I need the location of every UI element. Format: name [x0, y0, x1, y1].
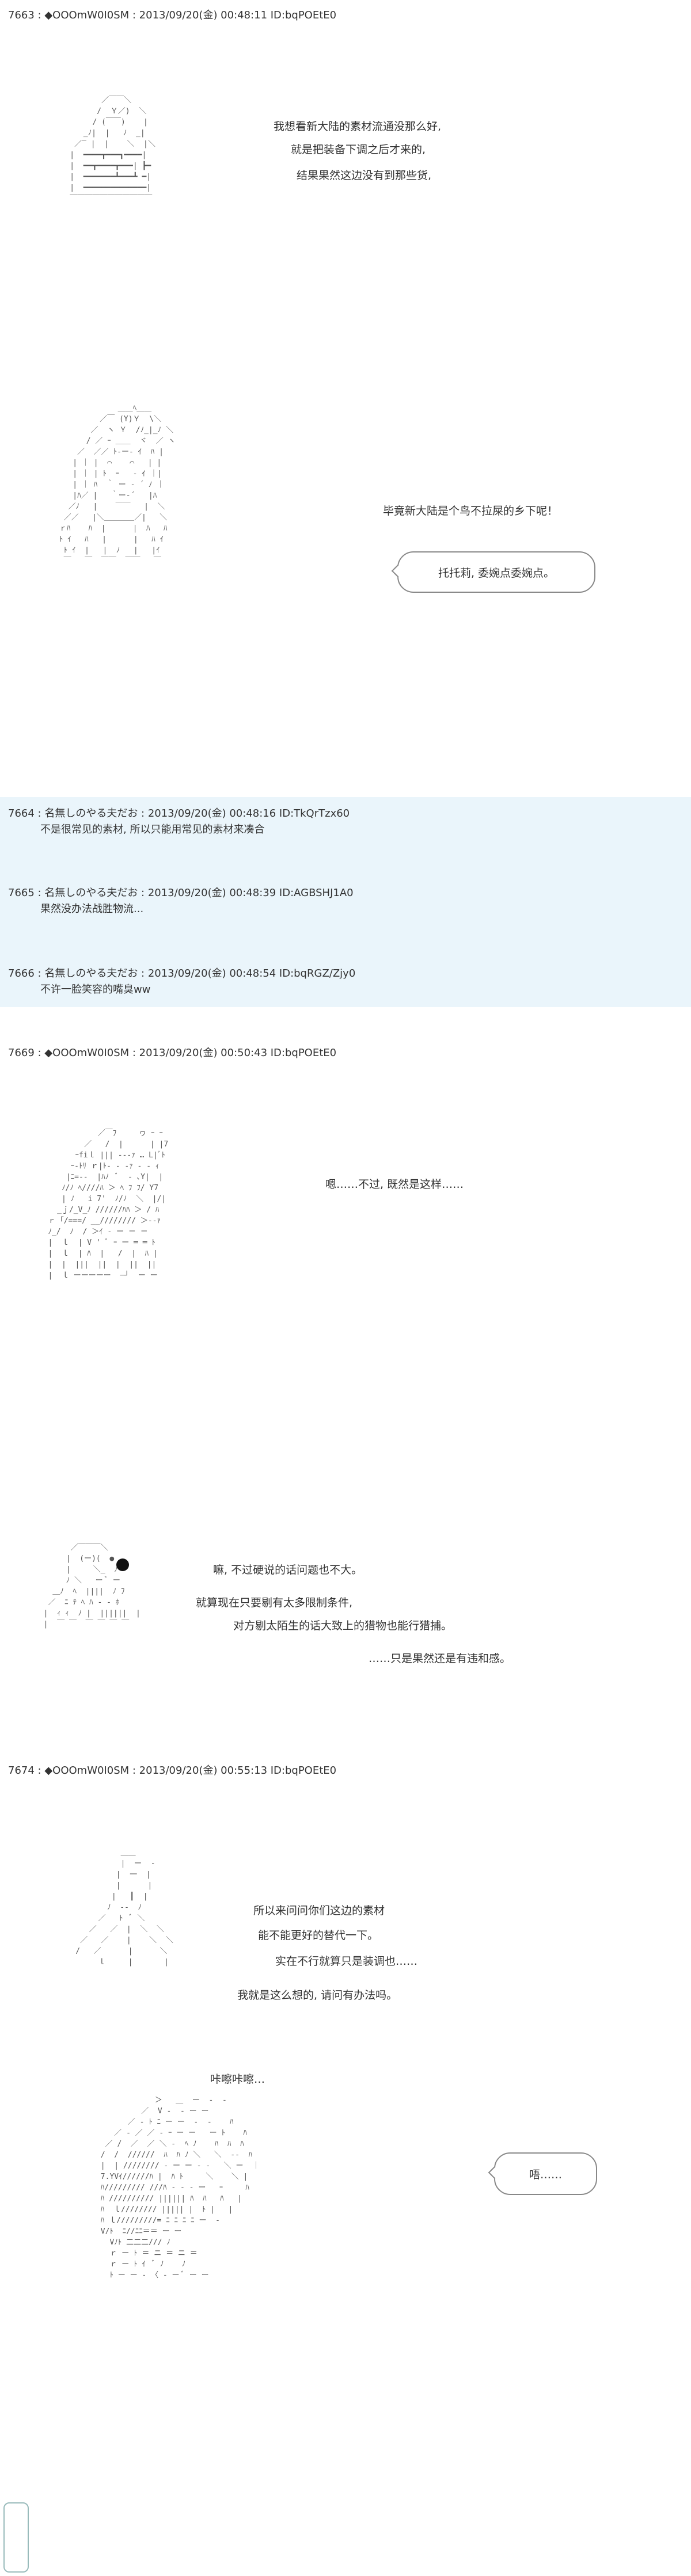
post-header: 7666 : 名無しのやる夫だお : 2013/09/20(金) 00:48:5… — [8, 967, 356, 980]
speech-bubble: 唔…… — [494, 2152, 597, 2195]
dialogue-line: 实在不行就算只是装调也…… — [275, 1955, 418, 1968]
dialogue-line: 就是把装备下调之后才来的, — [291, 143, 426, 156]
post-header: 7664 : 名無しのやる夫だお : 2013/09/20(金) 00:48:1… — [8, 807, 350, 820]
post-header: 7674 : ◆OOOmW0I0SM : 2013/09/20(金) 00:55… — [8, 1765, 337, 1777]
dialogue-line: 咔嚓咔嚓… — [210, 2073, 265, 2086]
post-body: 不许一脸笑容的嘴臭ww — [40, 984, 151, 996]
comment-7666: 7666 : 名無しのやる夫だお : 2013/09/20(金) 00:48:5… — [0, 929, 691, 1007]
ascii-art-figure: ／￣￣＼ / Ｙ／) ＼ / (￣￣) | _ﾉ| | ﾉ _| ／‾ | | … — [70, 96, 155, 203]
dialogue-line: 就算现在只要剔有太多限制条件, — [196, 1596, 353, 1609]
dialogue-line: ……只是果然还是有违和感。 — [369, 1652, 511, 1665]
speech-bubble: 托托莉, 委婉点委婉点。 — [397, 551, 595, 593]
post-7663: 7663 : ◆OOOmW0I0SM : 2013/09/20(金) 00:48… — [0, 0, 691, 797]
ascii-art-figure: ／￣ﾌ ヮ ｰ ｰ ／ / | | |7 ｰfiｌ ||| ‐‐‐ｧ … L|ﾞ… — [48, 1129, 169, 1280]
post-body: 果然没办法战胜物流... — [40, 903, 144, 915]
dialogue-line: 嗯……不过, 既然是这样…… — [325, 1178, 464, 1191]
post-7674: 7674 : ◆OOOmW0I0SM : 2013/09/20(金) 00:55… — [0, 1755, 691, 2576]
ascii-art-figure: ＿＿ﾍ＿＿ ／￣ (Y)Ｙ \＼ ／ ヽ Ｙ /ﾉ_|_ﾉ ＼ / ／ ｰ ＿＿… — [59, 404, 176, 566]
dialogue-line: 能不能更好的替代一下。 — [258, 1929, 379, 1942]
post-7669: 7669 : ◆OOOmW0I0SM : 2013/09/20(金) 00:50… — [0, 1007, 691, 1755]
post-header: 7669 : ◆OOOmW0I0SM : 2013/09/20(金) 00:50… — [8, 1047, 337, 1059]
dialogue-line: 我就是这么想的, 请问有办法吗。 — [237, 1989, 398, 2002]
ascii-art-figure: ＿＿ | ー ‐ | 一 | | | | ┃ | ﾉ ‐‐ ﾉ ／ ﾄ ﾞ ＼ … — [75, 1849, 173, 1967]
eye-dot — [116, 1558, 129, 1571]
ascii-art-figure: ／￣￣￣＼ | (ー)( ● | ＼_ ﾉ ﾉ ＼ ー ﾞ ー ＿ﾉ ﾍ |||… — [43, 1544, 141, 1629]
post-header: 7665 : 名無しのやる夫だお : 2013/09/20(金) 00:48:3… — [8, 887, 354, 899]
post-body: 不是很常见的素材, 所以只能用常见的素材来凑合 — [40, 824, 265, 836]
comment-7665: 7665 : 名無しのやる夫だお : 2013/09/20(金) 00:48:3… — [0, 872, 691, 929]
dialogue-line: 嘛, 不过硬说的话问题也不大。 — [213, 1564, 363, 1576]
post-header: 7663 : ◆OOOmW0I0SM : 2013/09/20(金) 00:48… — [8, 9, 337, 21]
dialogue-line: 我想看新大陆的素材流通没那么好, — [274, 120, 442, 133]
dialogue-line: 对方剔太陌生的话大致上的猎物也能行猎捕。 — [233, 1619, 453, 1632]
dialogue-line: 结果果然这边没有到那些货, — [297, 169, 432, 182]
dialogue-line: 所以来问问你们这边的素材 — [253, 1904, 385, 1917]
dialogue-line: 毕竟新大陆是个鸟不拉屎的乡下呢！ — [383, 505, 559, 517]
ascii-art-figure: ＞ ＿ ー ‐ ‐ ／ V ‐ ‐ ー ー ／ ‐ ﾄ ﾆ ー ー ‐ ‐ ﾊ … — [100, 2096, 260, 2280]
watermark-logo — [3, 2502, 29, 2573]
comment-7664: 7664 : 名無しのやる夫だお : 2013/09/20(金) 00:48:1… — [0, 797, 691, 872]
